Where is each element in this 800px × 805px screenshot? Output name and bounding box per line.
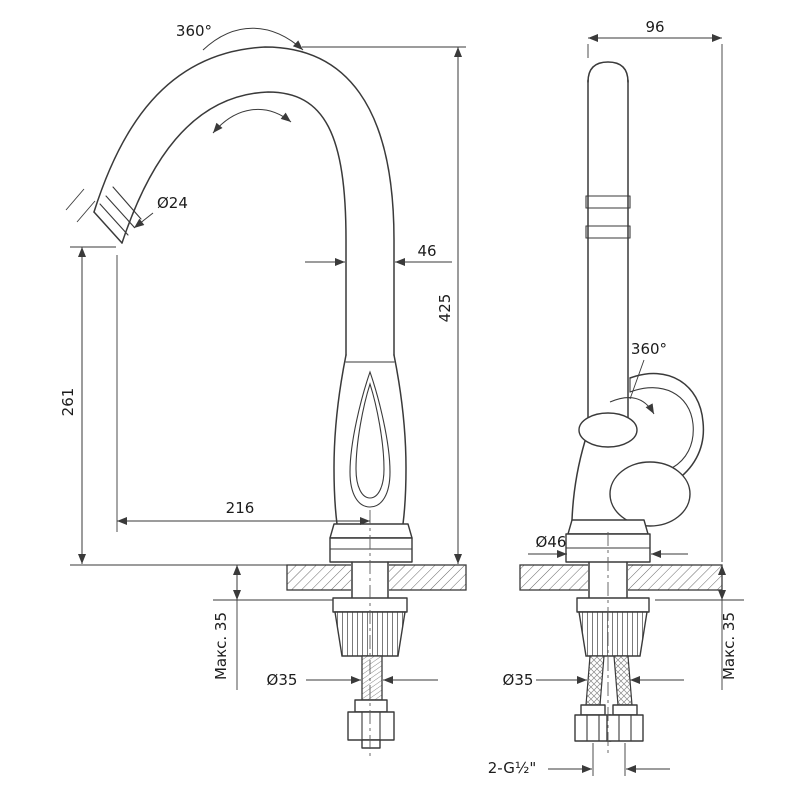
dimension-shank-diameter-left: Ø35 [267, 671, 438, 689]
threaded-tailpiece [361, 655, 383, 701]
dimension-body-depth: 96 [587, 18, 723, 562]
spout-rotation-label: 360° [176, 22, 212, 40]
spout-outer-curve [93, 46, 395, 356]
column-top-cap [587, 61, 629, 83]
dimension-spout-rotation: 360° [176, 22, 304, 134]
countertop [286, 561, 723, 600]
dimension-handle-rotation: 360° [609, 340, 667, 415]
aerator-ring-1 [99, 203, 129, 236]
right-view [565, 61, 705, 563]
dimension-outlet-height: 261 [59, 246, 287, 566]
mounting-nut-body-front [578, 611, 648, 657]
aerator-end-face [93, 211, 123, 244]
left-view [93, 46, 413, 563]
dimension-pipe-width: 46 [305, 242, 452, 266]
max-thickness-right-label: Макс. 35 [720, 612, 738, 680]
base-ring [329, 523, 413, 539]
swivel-joint-ring [578, 412, 638, 448]
dimension-base-diameter: Ø46 [528, 533, 688, 558]
dimension-hose-thread: 2-G½" [488, 743, 670, 777]
body-right-edge [393, 354, 407, 525]
base-diameter-label: Ø46 [536, 533, 567, 551]
hose-fitting-collar [354, 699, 388, 713]
total-height-label: 425 [436, 294, 454, 323]
aerator-ring-2 [105, 195, 135, 228]
aerator-ring-3 [112, 186, 142, 220]
supply-hose-1 [585, 655, 605, 706]
dimension-total-height: 425 [302, 46, 466, 564]
spout-inner-curve [121, 91, 347, 356]
hose-nut-1-hex [574, 714, 612, 742]
left-undercounter-assembly [332, 597, 408, 749]
hose-nut-2-collar [612, 704, 638, 716]
valve-housing [609, 461, 691, 527]
outlet-height-label: 261 [59, 388, 77, 417]
spout-rotation-arrow [202, 27, 304, 51]
mounting-nut-ring-front [576, 597, 650, 613]
hose-thread-label: 2-G½" [488, 759, 537, 777]
shank-diameter-right-label: Ø35 [503, 671, 534, 689]
dimension-aerator-diameter: Ø24 [65, 188, 188, 229]
dimension-shank-diameter-right: Ø35 [503, 671, 684, 689]
supply-hose-2 [613, 655, 633, 706]
column-sleeve-upper [585, 195, 631, 209]
column-sleeve-lower [585, 225, 631, 239]
pipe-width-label: 46 [417, 242, 436, 260]
dimension-spout-reach: 216 [116, 255, 370, 532]
hose-fitting-stub [361, 739, 381, 749]
body-front-left-edge [571, 440, 586, 521]
max-thickness-left-label: Макс. 35 [212, 612, 230, 680]
hose-nut-1-collar [580, 704, 606, 716]
shank-diameter-left-label: Ø35 [267, 671, 298, 689]
aerator-diameter-label: Ø24 [157, 194, 188, 212]
handle-rotation-label: 360° [631, 340, 667, 358]
body-teardrop-outer [349, 370, 391, 508]
hose-fitting-hex [347, 711, 395, 741]
aerator-ext-tick-b [76, 200, 96, 223]
handle-outer-edge [629, 372, 705, 483]
aerator-ext-tick-a [65, 188, 85, 211]
dimension-max-thickness-right: Макс. 35 [655, 565, 744, 690]
right-undercounter-assembly [574, 597, 650, 742]
spout-reach-label: 216 [226, 499, 255, 517]
handle-rotation-arrow [609, 397, 655, 415]
body-teardrop-inner [355, 382, 385, 499]
mounting-nut-body [334, 611, 406, 657]
base-flange [329, 537, 413, 563]
base-ring-front [567, 519, 649, 535]
handle-inner-edge [629, 387, 694, 469]
spout-swivel-arrow [212, 108, 292, 134]
handle-rotation-leader [629, 359, 645, 400]
aerator-diameter-leader [133, 212, 154, 229]
body-depth-label: 96 [645, 18, 664, 36]
hose-nut-2-hex [606, 714, 644, 742]
dimension-max-thickness-left: Макс. 35 [212, 565, 333, 690]
body-left-edge [333, 354, 347, 525]
